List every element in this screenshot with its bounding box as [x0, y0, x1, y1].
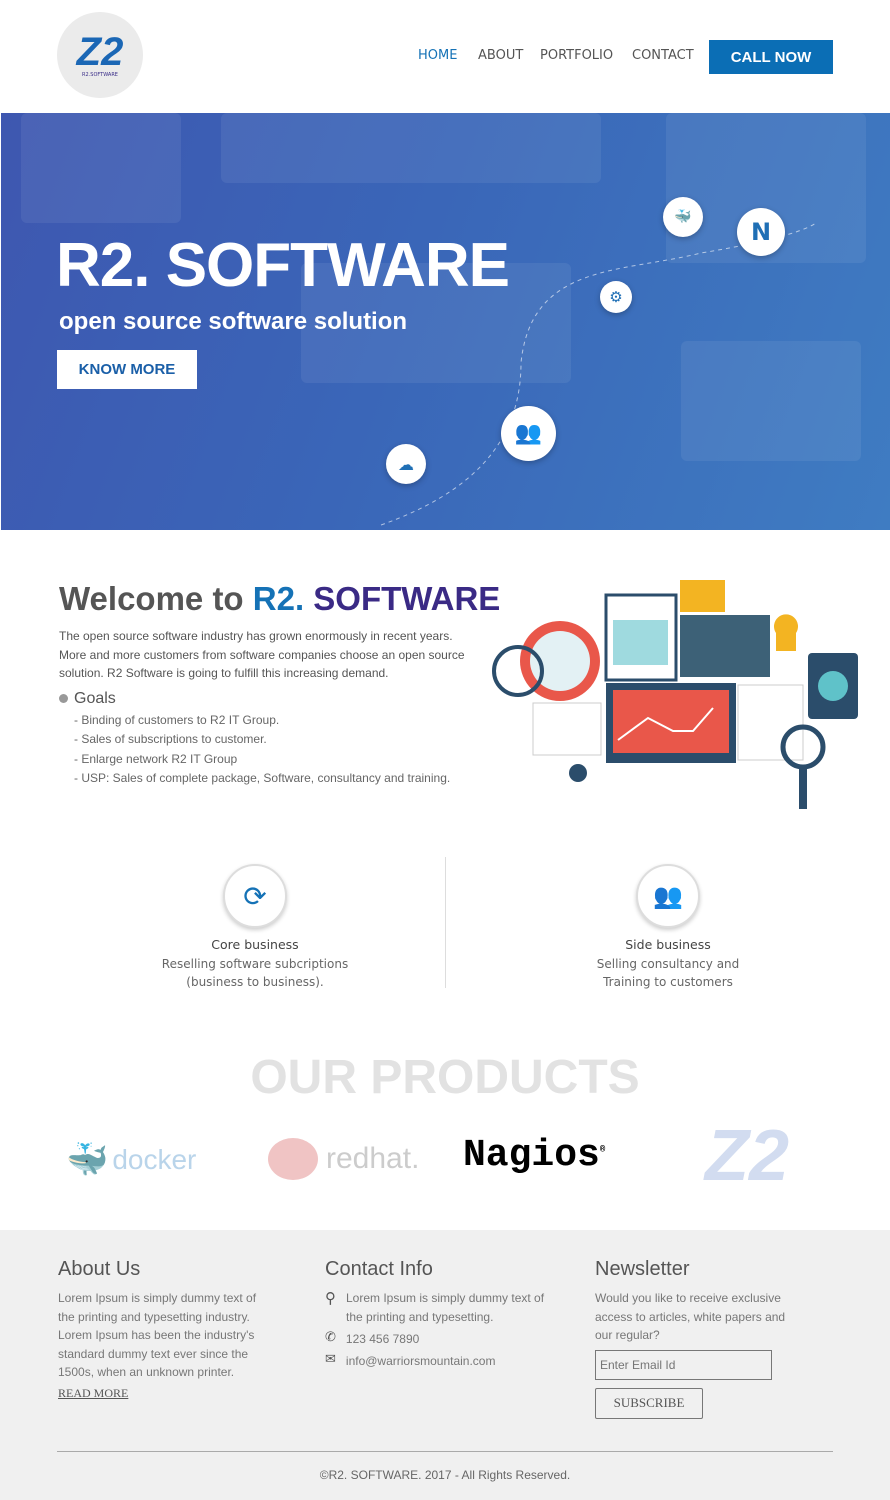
welcome-title: Welcome to R2. SOFTWARE [59, 580, 500, 618]
contact-phone: 123 456 7890 [345, 1332, 420, 1346]
core-business-line: Reselling software subcriptions [161, 956, 349, 971]
hero-dashed-path [380, 222, 817, 526]
redhat-icon: ☁ [386, 444, 426, 484]
core-business-title: Core business [211, 937, 299, 952]
hero-monitor-graphic [221, 113, 601, 183]
hero-title: R2. SOFTWARE [56, 231, 510, 300]
welcome-r2: R2. [252, 580, 305, 617]
nagios-label: Nagios [463, 1134, 600, 1177]
docker-whale-icon: 🐳 [66, 1140, 109, 1180]
know-more-button[interactable]: KNOW MORE [57, 350, 197, 389]
welcome-software: SOFTWARE [304, 580, 501, 617]
clock-icon: ⟳ [223, 864, 287, 928]
hero-subtitle: open source software solution [59, 308, 408, 335]
nagios-logo[interactable]: Nagios® [463, 1134, 606, 1177]
goals-list: - Binding of customers to R2 IT Group. -… [74, 711, 479, 789]
consultancy-icon: 👥 [636, 864, 700, 928]
location-pin-icon: ⚲ [325, 1289, 336, 1307]
goals-heading: Goals [59, 689, 479, 709]
hero-banner: R2. SOFTWARE open source software soluti… [1, 113, 890, 530]
logo-mark: Z2 [76, 30, 124, 74]
nav-home[interactable]: HOME [418, 48, 458, 63]
r2-logo[interactable]: Z2 [705, 1116, 790, 1196]
core-business-line: (business to business). [186, 975, 324, 989]
contact-email[interactable]: info@warriorsmountain.com [345, 1353, 496, 1368]
products-title: OUR PRODUCTS [250, 1051, 640, 1104]
docker-icon: 🐳 [663, 197, 703, 237]
logo-text: R2.SOFTWARE [82, 72, 118, 78]
side-business: 👥 Side business Selling consultancy and … [548, 864, 788, 992]
side-business-title: Side business [625, 937, 711, 952]
welcome-intro: The open source software industry has gr… [59, 629, 465, 680]
goal-item: - USP: Sales of complete package, Softwa… [74, 771, 451, 785]
footer-divider [57, 1451, 833, 1452]
goals-title: Goals [74, 689, 116, 707]
hero-calculator-graphic [21, 113, 181, 223]
mail-icon: ✉ [325, 1351, 336, 1367]
subscribe-button[interactable]: SUBSCRIBE [595, 1387, 703, 1419]
contact-address: Lorem Ipsum is simply dummy text of the … [346, 1291, 545, 1324]
redhat-label: redhat. [326, 1142, 420, 1175]
settings-icon: ⚙ [600, 281, 632, 313]
contact-title: Contact Info [325, 1258, 433, 1280]
analytics-illustration [492, 580, 858, 809]
redhat-logo[interactable]: redhat. [268, 1138, 419, 1180]
docker-label: docker [112, 1144, 197, 1175]
docker-logo[interactable]: 🐳 docker [66, 1140, 196, 1180]
side-business-line: Training to customers [603, 975, 733, 989]
goal-item: - Sales of subscriptions to customer. [74, 732, 267, 746]
about-text: Lorem Ipsum is simply dummy text of the … [58, 1291, 257, 1379]
nav-contact[interactable]: CONTACT [632, 48, 694, 63]
hero-tablet-graphic [681, 341, 861, 461]
newsletter-text: Would you like to receive exclusive acce… [595, 1291, 786, 1342]
core-business: ⟳ Core business Reselling software subcr… [135, 864, 375, 992]
redhat-hat-icon [268, 1138, 318, 1180]
hero-keyboard-graphic [301, 263, 571, 383]
nagios-icon: N [737, 208, 785, 256]
phone-icon: ✆ [325, 1330, 336, 1345]
about-title: About Us [58, 1258, 141, 1280]
read-more-link[interactable]: READ MORE [58, 1385, 129, 1400]
goal-item: - Enlarge network R2 IT Group [74, 751, 238, 766]
footer: About Us Lorem Ipsum is simply dummy tex… [0, 1230, 890, 1500]
side-business-line: Selling consultancy and [596, 956, 740, 971]
team-icon: 👥 [501, 406, 556, 461]
newsletter-title: Newsletter [595, 1258, 690, 1280]
business-divider [445, 857, 446, 988]
email-input[interactable] [595, 1349, 772, 1380]
goal-item: - Binding of customers to R2 IT Group. [74, 712, 280, 727]
copyright: ©R2. SOFTWARE. 2017 - All Rights Reserve… [319, 1468, 571, 1482]
welcome-section: Welcome to R2. SOFTWARE The open source … [59, 580, 500, 789]
welcome-prefix: Welcome to [59, 580, 253, 617]
call-now-button[interactable]: CALL NOW [709, 40, 833, 74]
bullet-icon [59, 694, 68, 703]
nav-about[interactable]: ABOUT [478, 48, 524, 63]
logo[interactable]: Z2 R2.SOFTWARE [57, 12, 143, 98]
nav-portfolio[interactable]: PORTFOLIO [540, 48, 614, 63]
